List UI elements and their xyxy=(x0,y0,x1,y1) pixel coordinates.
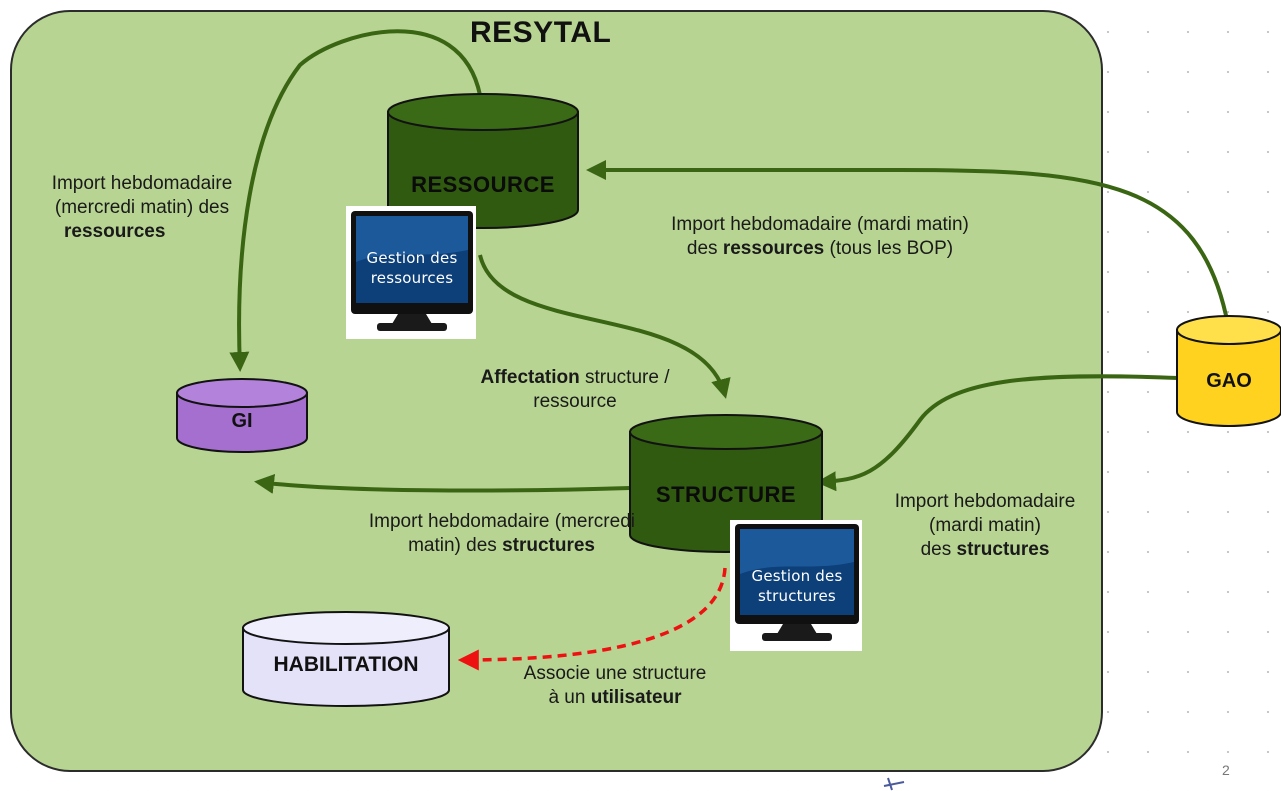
label-import-gao-structures-line1: Import hebdomadaire xyxy=(894,491,1076,512)
label-affectation: Affectation structure / ressource xyxy=(440,366,710,414)
label-import-gao-structures-line2: (mardi matin) xyxy=(929,515,1041,536)
monitor-structures-icon xyxy=(730,520,862,651)
monitor-ressources-text: Gestion des ressources xyxy=(356,248,468,288)
monitor-ressources-icon xyxy=(346,206,476,339)
gao-database-icon xyxy=(1176,315,1281,427)
habilitation-database-icon xyxy=(242,611,450,707)
label-affectation-post: structure / xyxy=(579,367,670,388)
label-import-gao-structures-pre: des xyxy=(920,539,957,560)
page-number: 2 xyxy=(1222,762,1230,778)
arrow-gao-to-ressource xyxy=(586,160,1230,326)
label-import-gao-ressources-pre: des xyxy=(686,238,723,259)
ressource-label: RESSOURCE xyxy=(411,172,555,197)
label-import-gi-ressources-line1: Import hebdomadaire xyxy=(51,173,233,194)
arrow-structure-to-habilitation xyxy=(457,567,727,671)
label-import-gao-structures: Import hebdomadaire (mardi matin) des st… xyxy=(855,490,1115,562)
label-affectation-bold: Affectation xyxy=(480,367,580,388)
label-associe-bold: utilisateur xyxy=(590,687,682,708)
gao-label: GAO xyxy=(1206,370,1252,392)
decorative-mark-icon xyxy=(883,777,905,791)
monitor-structures-line1: Gestion des xyxy=(751,567,843,585)
ressource-database-icon xyxy=(387,93,579,229)
monitor-structures-line2: structures xyxy=(758,587,836,605)
arrow-ressource-to-gi xyxy=(229,29,482,372)
monitor-structures-text: Gestion des structures xyxy=(740,566,854,606)
label-import-gi-ressources: Import hebdomadaire (mercredi matin) des… xyxy=(12,172,272,244)
label-associe: Associe une structure à un utilisateur xyxy=(480,662,750,710)
label-import-gi-ressources-bold: ressources xyxy=(64,221,166,242)
gi-label: GI xyxy=(231,410,253,432)
label-import-gi-structures-line1: Import hebdomadaire (mercredi xyxy=(368,511,635,532)
label-import-gao-ressources-line1: Import hebdomadaire (mardi matin) xyxy=(671,214,969,235)
gi-database-icon xyxy=(176,378,308,453)
label-import-gao-ressources: Import hebdomadaire (mardi matin) des re… xyxy=(640,213,1000,261)
habilitation-label: HABILITATION xyxy=(273,653,419,676)
label-import-gao-structures-bold: structures xyxy=(956,539,1050,560)
label-associe-pre: à un xyxy=(548,687,591,708)
label-associe-line1: Associe une structure xyxy=(523,663,707,684)
label-import-gi-ressources-line2: (mercredi matin) des xyxy=(54,197,230,218)
label-import-gi-structures-bold: structures xyxy=(502,535,595,556)
monitor-ressources-line1: Gestion des xyxy=(366,249,458,267)
arrow-ressource-to-structure xyxy=(478,254,731,399)
structure-label: STRUCTURE xyxy=(655,482,797,507)
monitor-ressources-line2: ressources xyxy=(370,269,454,287)
label-import-gao-ressources-post: (tous les BOP) xyxy=(824,238,954,259)
diagram-title: RESYTAL xyxy=(470,16,612,49)
label-import-gi-structures-pre: matin) des xyxy=(408,535,503,556)
arrow-structure-to-gi xyxy=(254,474,631,494)
label-affectation-line2: ressource xyxy=(533,391,617,412)
label-import-gi-structures: Import hebdomadaire (mercredi matin) des… xyxy=(255,510,635,558)
arrow-gao-to-structure xyxy=(816,374,1179,492)
label-import-gao-ressources-bold: ressources xyxy=(722,238,825,259)
